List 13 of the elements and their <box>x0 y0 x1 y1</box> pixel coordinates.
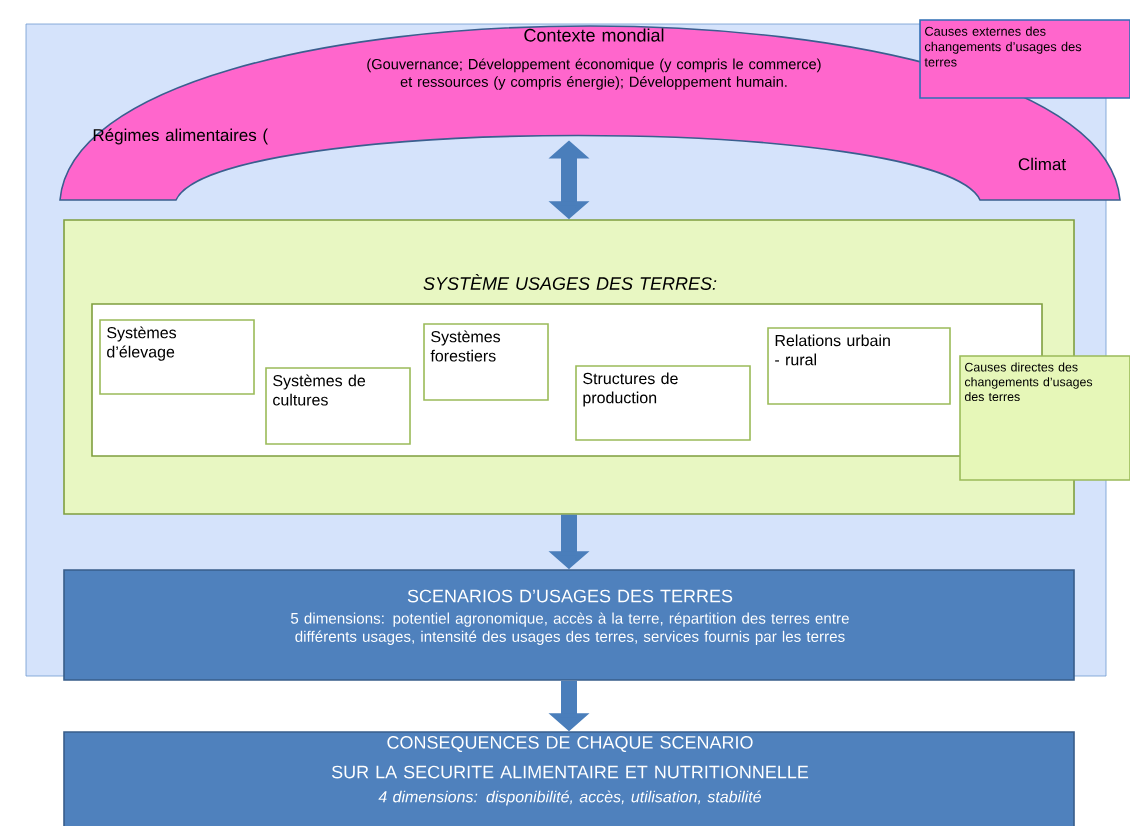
label: Systèmes de cultures <box>273 374 366 406</box>
label: Systèmes d’élevage <box>107 326 177 361</box>
label: Relations urbain - rural <box>775 334 890 366</box>
label: SUR LA SECURITE ALIMENTAIRE ET NUTRITIONNELLE <box>331 765 809 779</box>
label: 4 dimensions: disponibilité, accès, utilisation, stabilité <box>378 790 761 806</box>
label: Structures de production <box>583 372 678 407</box>
label: SYSTÈME USAGES DES TERRES: <box>423 274 717 290</box>
label: Régimes alimentaires ( <box>93 128 268 145</box>
label: Contexte mondial <box>524 28 664 42</box>
label: CONSEQUENCES DE CHAQUE SCENARIO <box>387 736 753 752</box>
label: SCENARIOS D’USAGES DES TERRES <box>407 589 733 603</box>
label: Climat <box>1018 157 1066 171</box>
label: Systèmes forestiers <box>430 330 501 362</box>
